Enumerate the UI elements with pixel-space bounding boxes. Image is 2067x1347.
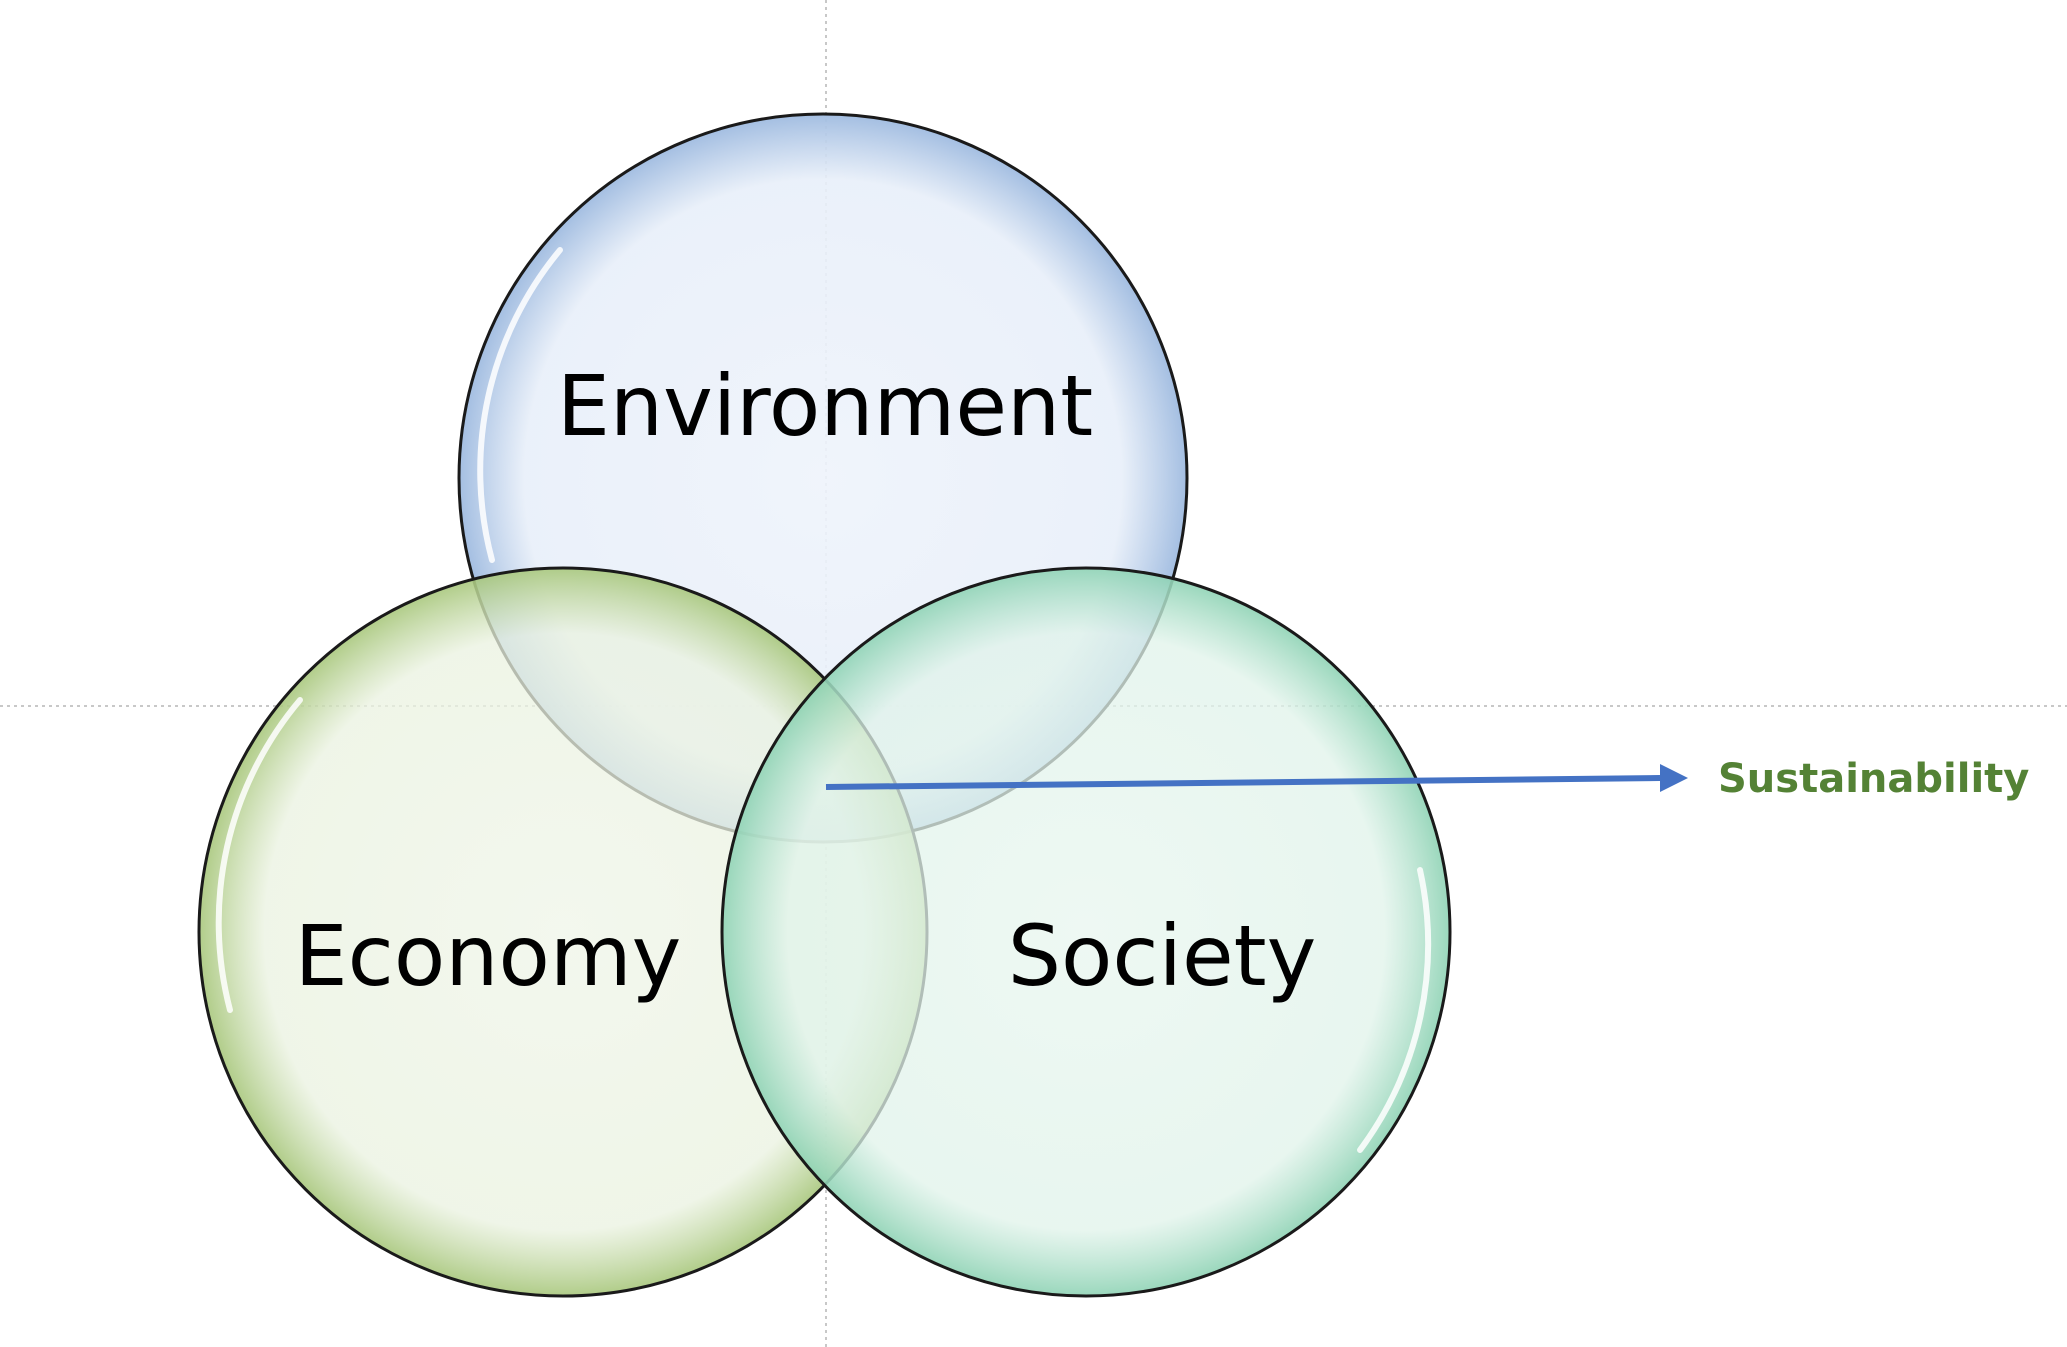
society-circle — [720, 566, 1452, 1298]
sustainability-label: Sustainability — [1718, 756, 2029, 802]
environment-label: Environment — [557, 357, 1093, 455]
sustainability-arrow — [825, 764, 1688, 792]
economy-label: Economy — [295, 907, 682, 1005]
society-label: Society — [1008, 907, 1317, 1005]
